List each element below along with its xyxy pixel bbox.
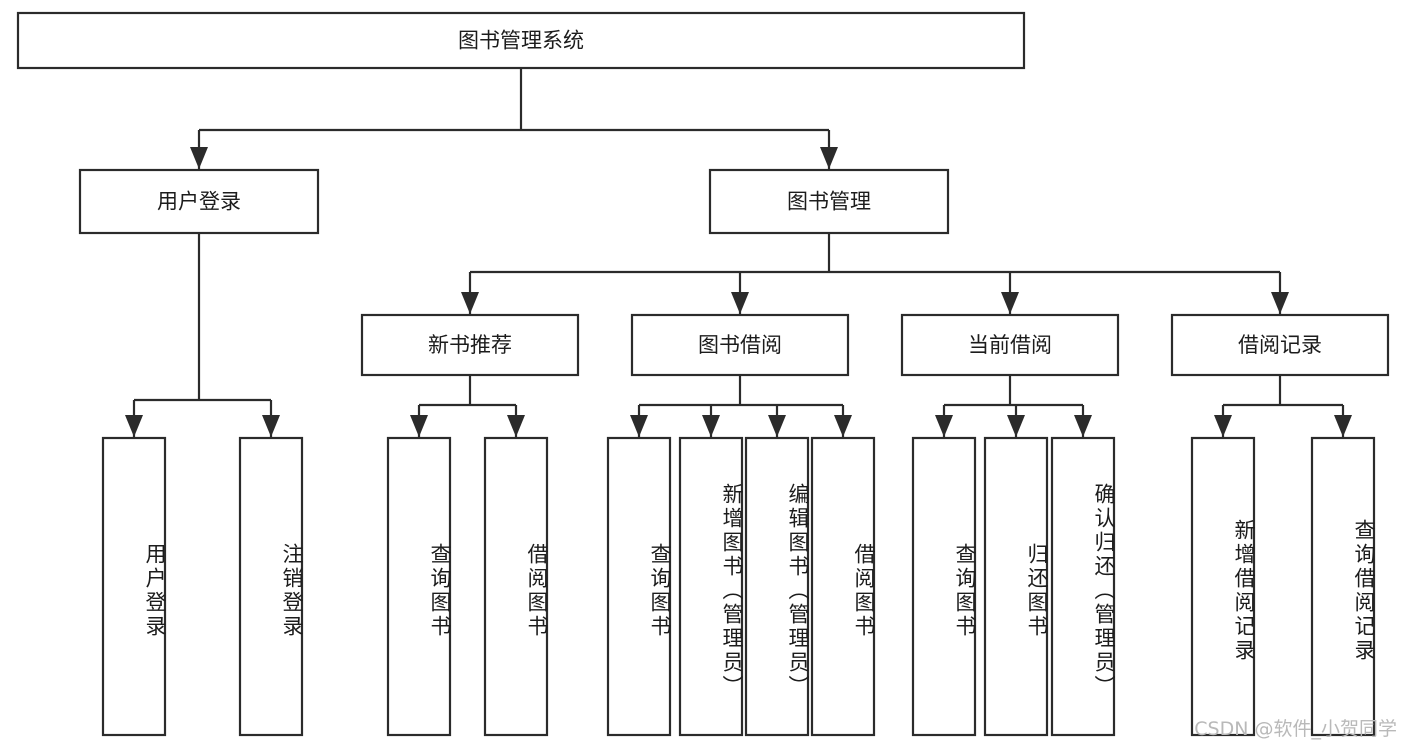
arrow-head-icon xyxy=(461,292,479,314)
boxes-layer xyxy=(16,11,1390,737)
node-box-leaf-query-book-2[interactable] xyxy=(606,436,672,737)
arrow-head-icon xyxy=(1007,415,1025,437)
arrow-head-icon xyxy=(731,292,749,314)
node-box-leaf-borrow-book-2[interactable] xyxy=(810,436,876,737)
node-box-leaf-query-borrow-record[interactable] xyxy=(1310,436,1376,737)
watermark-text: CSDN @软件_小贺同学 xyxy=(1194,718,1397,740)
node-box-leaf-borrow-book-1[interactable] xyxy=(483,436,549,737)
node-box-leaf-logout-login[interactable] xyxy=(238,436,304,737)
arrow-head-icon xyxy=(820,147,838,169)
node-label-book-manage: 图书管理 xyxy=(787,190,871,214)
node-box-borrow-record[interactable] xyxy=(1170,313,1390,377)
arrow-head-icon xyxy=(935,415,953,437)
arrow-head-icon xyxy=(1271,292,1289,314)
node-box-leaf-query-book-3[interactable] xyxy=(911,436,977,737)
node-box-leaf-user-login[interactable] xyxy=(101,436,167,737)
arrow-head-icon xyxy=(125,415,143,437)
node-box-book-borrow[interactable] xyxy=(630,313,850,377)
arrow-head-icon xyxy=(262,415,280,437)
node-box-current-borrow[interactable] xyxy=(900,313,1120,377)
node-label-root: 图书管理系统 xyxy=(458,29,584,53)
node-label-borrow-record: 借阅记录 xyxy=(1238,333,1322,357)
arrow-head-icon xyxy=(190,147,208,169)
node-box-leaf-confirm-return-admin[interactable] xyxy=(1050,436,1116,737)
node-box-user-login[interactable] xyxy=(78,168,320,235)
node-box-leaf-edit-book-admin[interactable] xyxy=(744,436,810,737)
node-label-user-login: 用户登录 xyxy=(157,190,241,214)
node-label-book-borrow: 图书借阅 xyxy=(698,333,782,357)
arrow-head-icon xyxy=(1214,415,1232,437)
arrow-head-icon xyxy=(630,415,648,437)
node-label-current-borrow: 当前借阅 xyxy=(968,333,1052,357)
arrow-head-icon xyxy=(834,415,852,437)
node-box-root[interactable] xyxy=(16,11,1026,70)
node-box-leaf-return-book[interactable] xyxy=(983,436,1049,737)
arrow-head-icon xyxy=(1334,415,1352,437)
arrow-head-icon xyxy=(410,415,428,437)
connectors-layer xyxy=(125,68,1352,437)
arrow-head-icon xyxy=(768,415,786,437)
arrow-head-icon xyxy=(1074,415,1092,437)
arrow-head-icon xyxy=(702,415,720,437)
node-box-new-book-recommend[interactable] xyxy=(360,313,580,377)
arrow-head-icon xyxy=(507,415,525,437)
arrow-head-icon xyxy=(1001,292,1019,314)
node-label-new-book-recommend: 新书推荐 xyxy=(428,333,512,357)
node-box-leaf-query-book-1[interactable] xyxy=(386,436,452,737)
node-box-leaf-add-book-admin[interactable] xyxy=(678,436,744,737)
node-box-leaf-add-borrow-record[interactable] xyxy=(1190,436,1256,737)
node-box-book-manage[interactable] xyxy=(708,168,950,235)
